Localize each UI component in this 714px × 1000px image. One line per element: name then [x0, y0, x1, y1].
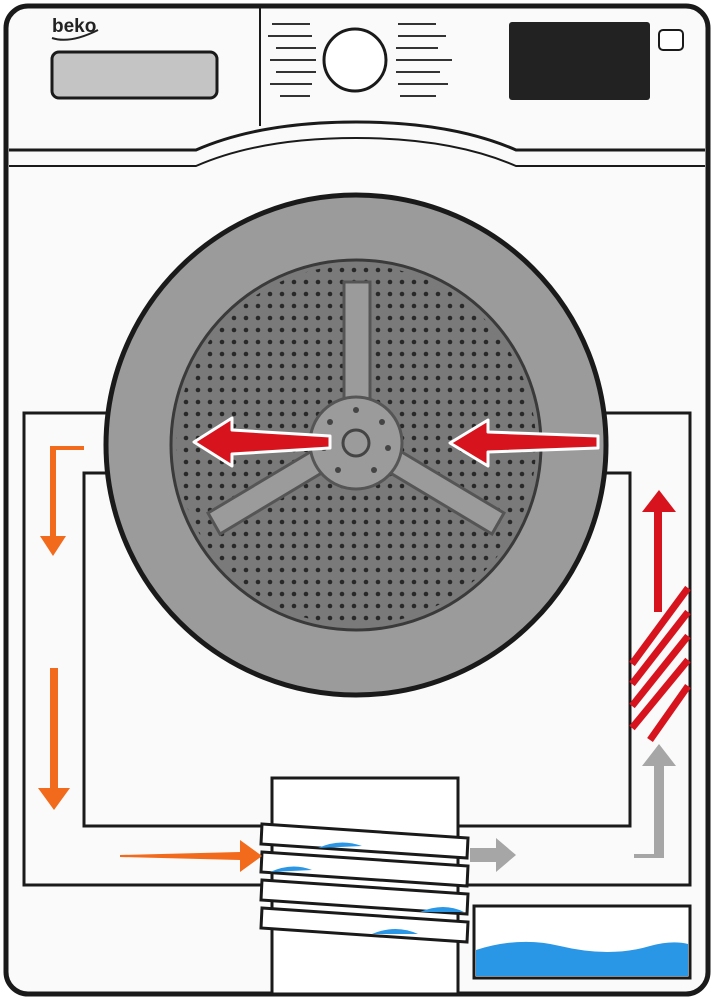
moist-air-arrow-down-lower — [38, 668, 70, 810]
air-duct — [22, 411, 692, 887]
condensed-water-drops — [270, 842, 464, 934]
program-selector[interactable] — [268, 23, 452, 97]
hot-air-arrow-into-drum — [448, 418, 600, 468]
program-labels — [268, 23, 452, 97]
cool-air-arrow-up — [634, 744, 676, 858]
moist-air-arrow-down-upper — [40, 446, 84, 556]
lcd-screen — [50, 50, 219, 100]
cool-air-arrow-out — [470, 838, 516, 872]
control-panel — [9, 120, 705, 152]
power-button[interactable] — [658, 29, 684, 51]
digital-display — [509, 22, 650, 100]
svg-text:beko: beko — [52, 16, 96, 37]
tank-water — [476, 941, 688, 976]
drum-paddles — [205, 280, 507, 537]
moist-air-arrow-into-condenser — [120, 840, 262, 872]
brand-logo: beko — [51, 16, 99, 41]
heater-element — [629, 585, 691, 743]
hot-air-arrow-out-of-drum — [192, 416, 332, 468]
drum-hub-center — [341, 428, 371, 458]
control-panel-inner-line — [9, 136, 705, 167]
program-dial-icon[interactable] — [322, 27, 388, 93]
hot-air-arrow-up — [642, 490, 676, 612]
